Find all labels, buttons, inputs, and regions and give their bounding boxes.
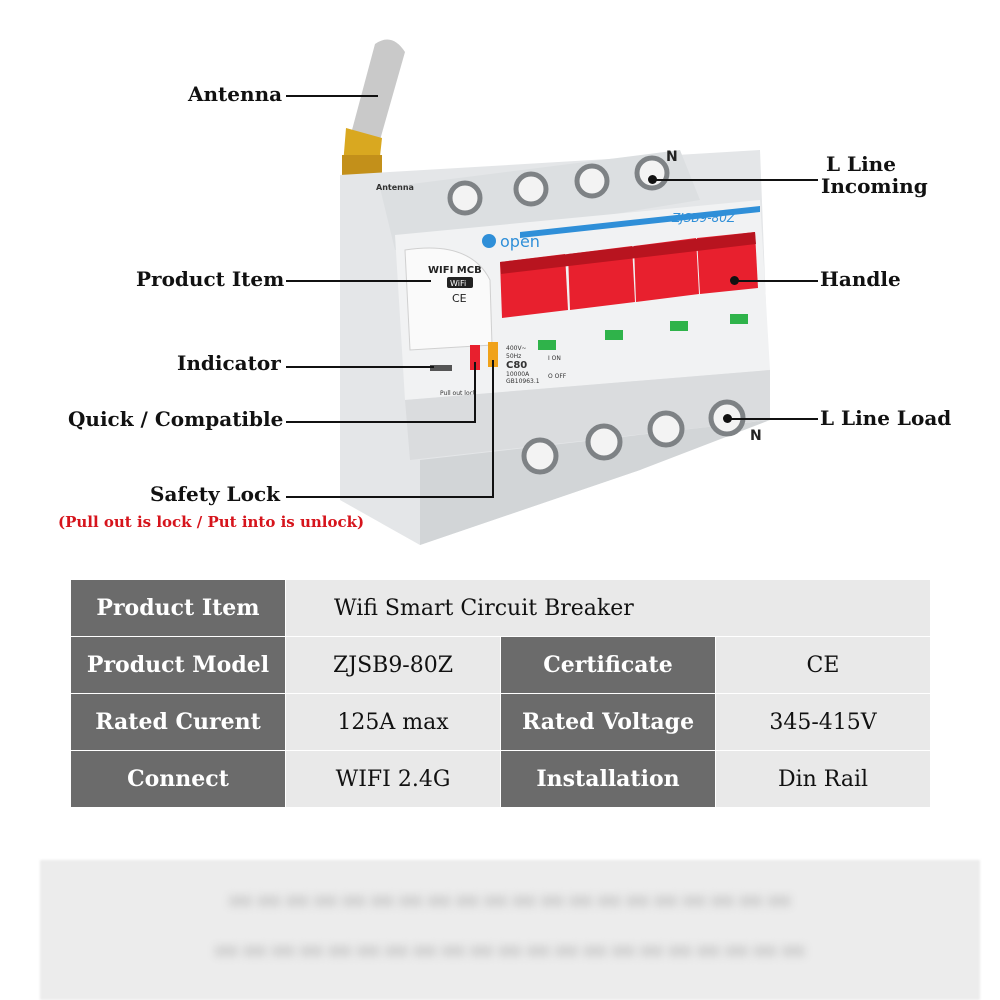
table-row: Connect WIFI 2.4G Installation Din Rail xyxy=(70,750,931,808)
indicator-light xyxy=(430,365,452,371)
svg-text:50Hz: 50Hz xyxy=(506,353,521,360)
svg-text:I ON: I ON xyxy=(548,355,561,362)
brand-logo: open xyxy=(500,232,540,251)
antenna-tag: Antenna xyxy=(376,183,414,192)
callout-handle-line xyxy=(734,280,818,282)
spec-value: Din Rail xyxy=(715,750,931,808)
pull-lock-label: Pull out lock xyxy=(440,390,477,397)
callout-safety-lock: Safety Lock xyxy=(150,482,280,506)
callout-l-line-incoming: L Line xyxy=(826,152,896,176)
spec-value: 125A max xyxy=(285,693,501,751)
spec-header: Rated Voltage xyxy=(500,693,716,751)
spec-header: Rated Curent xyxy=(70,693,286,751)
callout-antenna-line xyxy=(286,95,378,97)
callout-product-item: Product Item xyxy=(136,267,285,291)
callout-safety-lock-note: (Pull out is lock / Put into is unlock) xyxy=(58,513,365,531)
callout-l-line-incoming-line xyxy=(652,179,818,181)
circuit-breaker-illustration: N Antenna open ZJSB9-80Z WIFI MCB WiFi C… xyxy=(340,39,770,545)
safety-lock-tab xyxy=(488,342,498,367)
callout-l-line-incoming-2: Incoming xyxy=(821,174,928,198)
callout-safety-lock-line xyxy=(286,496,494,498)
spec-value: ZJSB9-80Z xyxy=(285,636,501,694)
blurred-text-line: ▬▬▬▬▬▬▬▬▬▬▬▬▬▬▬▬▬▬▬▬▬ xyxy=(212,932,808,967)
spec-table: Product Item Wifi Smart Circuit Breaker … xyxy=(70,579,931,808)
callout-dot-handle xyxy=(730,276,739,285)
table-row: Product Item Wifi Smart Circuit Breaker xyxy=(70,579,931,637)
svg-text:C80: C80 xyxy=(506,360,527,371)
bottom-terminals xyxy=(521,399,746,475)
badge-wifi: WiFi xyxy=(450,279,466,288)
callout-dot-load xyxy=(723,414,732,423)
badge-title: WIFI MCB xyxy=(428,265,482,276)
status-indicators xyxy=(538,314,748,350)
spec-header: Product Model xyxy=(70,636,286,694)
callout-safety-lock-vline xyxy=(492,360,494,497)
spec-header: Certificate xyxy=(500,636,716,694)
terminal-n-top: N xyxy=(666,149,678,165)
svg-text:GB10963.1: GB10963.1 xyxy=(506,378,540,385)
model-label: ZJSB9-80Z xyxy=(671,211,736,225)
callout-quick-line xyxy=(286,421,476,423)
spec-value: CE xyxy=(715,636,931,694)
callout-quick-vline xyxy=(474,362,476,422)
spec-value: Wifi Smart Circuit Breaker xyxy=(285,579,931,637)
callout-indicator: Indicator xyxy=(177,351,281,375)
callout-product-item-line xyxy=(286,280,431,282)
callout-dot-incoming xyxy=(648,175,657,184)
badge-ce: CE xyxy=(452,292,467,305)
svg-text:10000A: 10000A xyxy=(506,371,530,378)
table-row: Rated Curent 125A max Rated Voltage 345-… xyxy=(70,693,931,751)
table-row: Product Model ZJSB9-80Z Certificate CE xyxy=(70,636,931,694)
antenna-icon xyxy=(342,39,405,177)
quick-lever xyxy=(470,345,480,370)
svg-text:O OFF: O OFF xyxy=(548,373,567,380)
callout-antenna: Antenna xyxy=(188,82,283,106)
spec-header: Connect xyxy=(70,750,286,808)
spec-value: 345-415V xyxy=(715,693,931,751)
callout-l-line-load-line xyxy=(727,418,818,420)
terminal-n-bottom: N xyxy=(750,428,762,444)
callout-l-line-load: L Line Load xyxy=(820,406,952,430)
callout-indicator-line xyxy=(286,366,434,368)
blurred-banner: ▬▬▬▬▬▬▬▬▬▬▬▬▬▬▬▬▬▬▬▬ ▬▬▬▬▬▬▬▬▬▬▬▬▬▬▬▬▬▬▬… xyxy=(40,860,980,1000)
blurred-text-line: ▬▬▬▬▬▬▬▬▬▬▬▬▬▬▬▬▬▬▬▬ xyxy=(226,882,794,917)
spec-value: WIFI 2.4G xyxy=(285,750,501,808)
rating-text: 400V~ 50Hz C80 10000A GB10963.1 I ON O O… xyxy=(506,345,567,385)
handles xyxy=(500,232,758,318)
svg-text:400V~: 400V~ xyxy=(506,345,527,352)
spec-header: Product Item xyxy=(70,579,286,637)
callout-quick-compatible: Quick / Compatible xyxy=(68,407,284,431)
spec-header: Installation xyxy=(500,750,716,808)
callout-handle: Handle xyxy=(820,267,901,291)
